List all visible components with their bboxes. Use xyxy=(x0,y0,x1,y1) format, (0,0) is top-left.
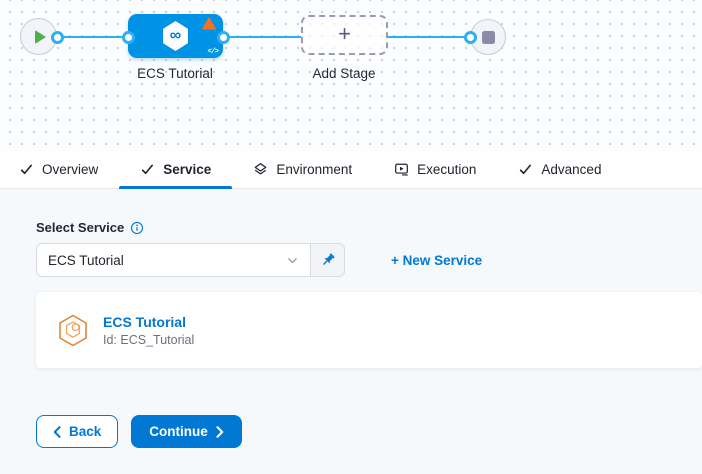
play-frame-icon xyxy=(395,163,409,176)
tab-label: Service xyxy=(163,162,212,177)
service-hexagon-icon xyxy=(59,314,87,346)
chevron-down-icon xyxy=(288,257,297,263)
select-service-label: Select Service xyxy=(36,220,125,235)
pin-button[interactable] xyxy=(311,243,345,277)
pipeline-canvas[interactable]: ∞ </> + ECS Tutorial Add Stage xyxy=(0,0,702,151)
layers-diamond-icon xyxy=(254,163,267,175)
service-select-value: ECS Tutorial xyxy=(48,252,124,268)
service-card-title[interactable]: ECS Tutorial xyxy=(103,313,186,330)
service-select[interactable]: ECS Tutorial xyxy=(36,243,311,277)
footer-actions: Back Continue xyxy=(36,415,702,448)
warning-triangle-icon[interactable] xyxy=(202,17,216,30)
tab-label: Execution xyxy=(417,162,477,177)
edge-port[interactable] xyxy=(122,30,135,44)
code-icon: </> xyxy=(207,48,218,56)
pipeline-edge xyxy=(222,35,302,38)
tab-label: Overview xyxy=(42,162,99,177)
tab-execution[interactable]: Execution xyxy=(373,151,497,188)
new-service-link[interactable]: + New Service xyxy=(391,252,483,268)
continue-button[interactable]: Continue xyxy=(131,415,242,448)
harness-cd-icon: ∞ xyxy=(163,21,188,51)
edge-port[interactable] xyxy=(463,30,477,44)
service-card[interactable]: ECS Tutorial Id: ECS_Tutorial xyxy=(36,292,702,368)
check-icon xyxy=(142,164,154,175)
stop-square-icon xyxy=(481,30,495,44)
chevron-left-icon xyxy=(53,425,61,438)
check-icon xyxy=(20,164,32,175)
stage-tabs: Overview Service Environment Execution A… xyxy=(0,151,702,189)
pipeline-edge xyxy=(387,35,471,38)
service-panel: Select Service ECS Tutorial xyxy=(0,189,702,448)
plus-icon: + xyxy=(338,21,351,46)
tab-label: Advanced xyxy=(541,162,602,177)
stage-node-ecs-tutorial[interactable]: ∞ </> xyxy=(128,14,223,58)
tab-overview[interactable]: Overview xyxy=(16,151,119,188)
pipeline-edge xyxy=(57,35,129,38)
tab-advanced[interactable]: Advanced xyxy=(497,151,622,188)
add-stage-label: Add Stage xyxy=(312,66,376,81)
back-button-label: Back xyxy=(69,424,102,439)
stage-label: ECS Tutorial xyxy=(137,66,213,81)
continue-button-label: Continue xyxy=(149,424,208,439)
play-icon xyxy=(34,29,46,44)
tab-service[interactable]: Service xyxy=(119,151,233,189)
tab-environment[interactable]: Environment xyxy=(232,151,373,188)
service-card-id: Id: ECS_Tutorial xyxy=(103,332,195,347)
info-icon[interactable] xyxy=(130,221,144,235)
edge-port[interactable] xyxy=(216,30,230,44)
check-icon xyxy=(520,164,532,175)
pin-icon xyxy=(322,253,334,265)
back-button[interactable]: Back xyxy=(36,415,119,448)
add-stage-button[interactable]: + xyxy=(301,15,388,55)
tab-label: Environment xyxy=(276,162,353,177)
chevron-right-icon xyxy=(216,425,224,438)
edge-port[interactable] xyxy=(50,30,64,44)
